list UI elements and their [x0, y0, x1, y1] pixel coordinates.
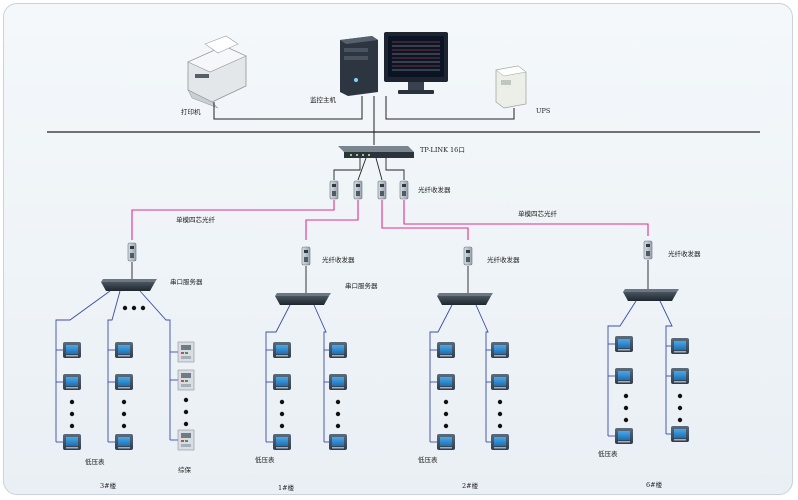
branch-2: 光纤收发器 低压表 2#楼 [418, 246, 520, 490]
meter-icon [437, 374, 455, 390]
printer-label: 打印机 [181, 107, 201, 116]
branch-1: 光纤收发器 串口服务器 低压表 1#楼 [255, 246, 378, 492]
relay-icon [177, 429, 195, 451]
meter-icon [437, 434, 455, 450]
monitor-icon [384, 32, 448, 94]
serial-server-icon [275, 293, 331, 305]
meter-icon [115, 342, 133, 358]
meter-icon [437, 342, 455, 358]
building-label: 1#楼 [278, 483, 295, 492]
meter-icon [329, 434, 347, 450]
meter-icon [615, 368, 633, 384]
meter-icon [273, 374, 291, 390]
converter-label: 光纤收发器 [668, 249, 701, 258]
server-label: 串口服务器 [345, 281, 378, 290]
meter-icon [63, 342, 81, 358]
meter-icon [329, 342, 347, 358]
ups-label: UPS [536, 107, 550, 115]
fiber-converter-icon [377, 180, 387, 200]
meter-icon [273, 434, 291, 450]
meter-icon [329, 374, 347, 390]
serial-server-icon [101, 279, 157, 291]
building-label: 2#楼 [462, 481, 479, 490]
meter-label: 低压表 [85, 457, 105, 466]
converter-label: 光纤收发器 [322, 255, 355, 264]
meter-icon [273, 342, 291, 358]
serial-server-icon [437, 293, 493, 305]
fiber-converter-icon [329, 180, 339, 200]
serial-server-icon [623, 289, 679, 301]
fiber-converter-icon [399, 180, 409, 200]
top-links [213, 96, 515, 122]
switch-icon [338, 146, 414, 158]
meter-icon [671, 338, 689, 354]
meter-icon [63, 374, 81, 390]
server-label: 串口服务器 [170, 277, 203, 286]
fiber-converter-icon [353, 180, 363, 200]
meter-icon [491, 342, 509, 358]
meter-icon [671, 426, 689, 442]
building-label: 6#楼 [646, 480, 663, 489]
branch-6: 光纤收发器 低压表 6#楼 [598, 240, 701, 489]
meter-icon [491, 374, 509, 390]
fiber-converter-icon [463, 246, 473, 266]
relay-label: 综保 [178, 465, 192, 474]
fiber-left-label: 单模四芯光纤 [176, 215, 216, 224]
meter-icon [671, 368, 689, 384]
switch-label: TP-LINK 16口 [420, 146, 465, 154]
fiber-right-label: 单模四芯光纤 [518, 209, 558, 218]
converter-label: 光纤收发器 [487, 255, 520, 264]
meter-label: 低压表 [255, 455, 275, 464]
meter-icon [615, 336, 633, 352]
meter-icon [491, 434, 509, 450]
fiber-converter-icon [301, 246, 311, 266]
converter-label: 光纤收发器 [418, 185, 451, 194]
ups-icon [495, 65, 527, 109]
printer-icon [187, 35, 247, 109]
fiber-converter-icon [127, 242, 137, 262]
meter-label: 低压表 [598, 449, 618, 458]
branch-3: 串口服务器 [55, 242, 203, 490]
fiber-links [131, 200, 649, 240]
meter-icon [63, 434, 81, 450]
fiber-converter-icon [643, 240, 653, 260]
relay-icon [177, 369, 195, 391]
computer-tower-icon [340, 36, 378, 96]
host-label: 监控主机 [310, 95, 337, 104]
meter-icon [115, 434, 133, 450]
relay-icon [177, 341, 195, 363]
meter-icon [115, 374, 133, 390]
meter-label: 低压表 [418, 455, 438, 464]
building-label: 3#楼 [100, 481, 117, 490]
meter-icon [615, 428, 633, 444]
